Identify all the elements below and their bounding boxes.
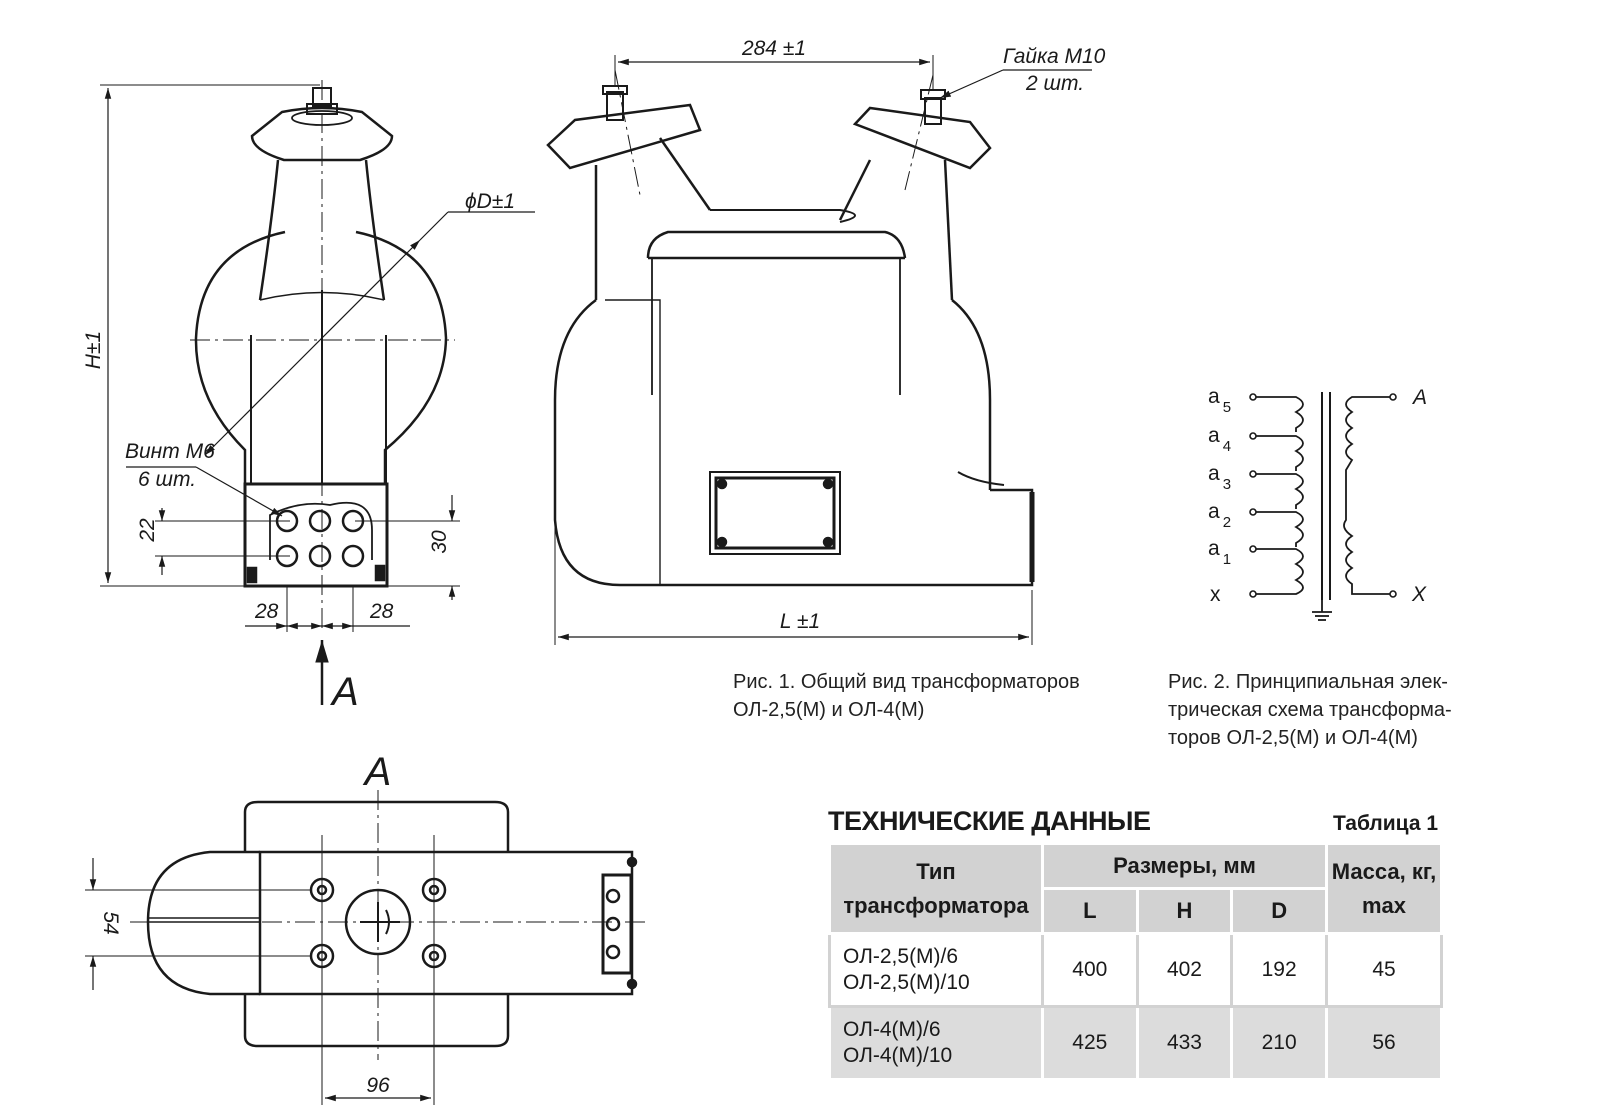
dim-terminal-spacing: 284 ±1 <box>741 37 806 60</box>
dim-bottom-offset: 54 <box>99 911 122 934</box>
table-row: ОЛ-4(М)/6 ОЛ-4(М)/10 425 433 210 56 <box>828 1005 1443 1081</box>
schematic <box>1256 392 1390 621</box>
header-type: Тип трансформатора <box>828 842 1044 935</box>
tap-x: x <box>1210 583 1221 606</box>
type-line: ОЛ-2,5(М)/6 <box>843 945 959 968</box>
figure2-caption-line2: трическая схема трансформа- <box>1168 699 1452 721</box>
dim-pitch-left: 28 <box>254 600 279 623</box>
primary-start-label: A <box>1411 386 1427 409</box>
table-row: ОЛ-2,5(М)/6 ОЛ-2,5(М)/10 400 402 192 45 <box>828 932 1443 1008</box>
dim-diameter: ϕD±1 <box>465 190 515 213</box>
primary-end-label: X <box>1411 583 1427 606</box>
cell-mass: 45 <box>1325 932 1443 1008</box>
figure2-caption: Рис. 2. Принципиальная элек- трическая с… <box>1168 668 1498 752</box>
header-mass: Масса, кг, max <box>1325 842 1443 935</box>
cell-h: 402 <box>1135 932 1234 1008</box>
figure1-caption-line2: ОЛ-2,5(М) и ОЛ-4(М) <box>733 699 925 721</box>
view-a-title: A <box>363 750 392 794</box>
figure1-caption-line1: Рис. 1. Общий вид трансформаторов <box>733 671 1080 693</box>
view-arrow-label: A <box>330 670 359 714</box>
header-l: L <box>1041 887 1139 935</box>
cell-type: ОЛ-2,5(М)/6 ОЛ-2,5(М)/10 <box>828 932 1044 1008</box>
type-line: ОЛ-4(М)/10 <box>843 1044 953 1067</box>
dim-screw-vertical-1: 22 <box>136 518 159 543</box>
cell-l: 400 <box>1041 932 1139 1008</box>
type-line: ОЛ-4(М)/6 <box>843 1018 941 1041</box>
dim-screw-vertical-2: 30 <box>428 530 451 554</box>
side-view <box>546 55 1092 645</box>
note-nut-count: 2 шт. <box>1025 72 1084 95</box>
dim-pitch-right: 28 <box>369 600 394 623</box>
spec-table: Тип трансформатора Размеры, мм Масса, кг… <box>828 842 1443 1081</box>
note-screw-label: Винт М6 <box>125 440 215 463</box>
header-h: H <box>1135 887 1234 935</box>
note-nut-label: Гайка М10 <box>1003 45 1106 68</box>
dim-bottom-width: 96 <box>366 1074 390 1097</box>
cell-d: 210 <box>1230 1005 1328 1081</box>
bottom-view <box>85 790 650 1105</box>
figure2-caption-line1: Рис. 2. Принципиальная элек- <box>1168 671 1448 693</box>
figure2-caption-line3: торов ОЛ-2,5(М) и ОЛ-4(М) <box>1168 727 1418 749</box>
dim-length: L ±1 <box>780 610 820 633</box>
table-heading: ТЕХНИЧЕСКИЕ ДАННЫЕ <box>828 806 1151 836</box>
table-number: Таблица 1 <box>1333 812 1439 835</box>
type-line: ОЛ-2,5(М)/10 <box>843 971 970 994</box>
cell-d: 192 <box>1230 932 1328 1008</box>
note-screw-count: 6 шт. <box>138 468 196 491</box>
cell-type: ОЛ-4(М)/6 ОЛ-4(М)/10 <box>828 1005 1044 1081</box>
figure1-caption: Рис. 1. Общий вид трансформаторов ОЛ-2,5… <box>733 668 1133 724</box>
front-view <box>100 80 535 705</box>
cell-l: 425 <box>1041 1005 1139 1081</box>
header-dims: Размеры, мм <box>1041 842 1328 890</box>
cell-h: 433 <box>1135 1005 1234 1081</box>
header-d: D <box>1230 887 1328 935</box>
cell-mass: 56 <box>1325 1005 1443 1081</box>
dim-height: H±1 <box>82 331 105 369</box>
schematic-terminals <box>1249 393 1397 598</box>
